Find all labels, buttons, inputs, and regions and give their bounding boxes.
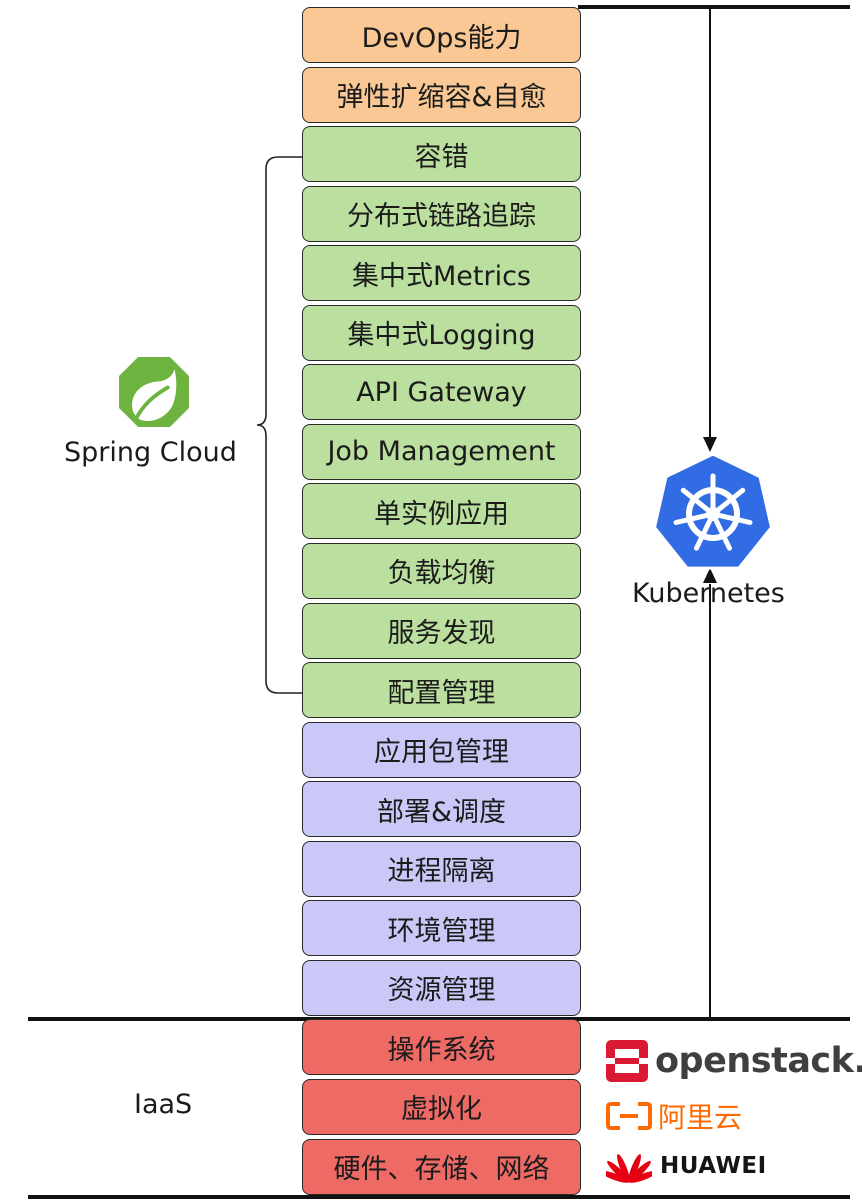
layer-block-spring-cloud: 负载均衡 <box>302 542 581 599</box>
top-divider-line <box>578 5 850 9</box>
layer-block-spring-cloud: Job Management <box>302 423 581 480</box>
openstack-wordmark: openstack. <box>655 1041 862 1081</box>
aliyun-icon <box>606 1102 652 1130</box>
layer-block-iaas: 虚拟化 <box>302 1078 581 1135</box>
layer-block-spring-cloud: 集中式Metrics <box>302 245 581 302</box>
layer-block-spring-cloud: 容错 <box>302 126 581 183</box>
layer-block-spring-cloud: 单实例应用 <box>302 483 581 540</box>
aliyun-wordmark: 阿里云 <box>658 1101 743 1134</box>
layer-block-spring-cloud: 配置管理 <box>302 662 581 718</box>
layer-block-spring-cloud: 集中式Logging <box>302 304 581 361</box>
layer-block-iaas: 操作系统 <box>302 1019 581 1076</box>
layer-block-platform: DevOps能力 <box>302 7 581 63</box>
spring-cloud-brace <box>256 156 302 694</box>
aliyun-logo: 阿里云 <box>606 1096 742 1136</box>
spring-cloud-label: Spring Cloud <box>64 437 237 468</box>
kubernetes-label: Kubernetes <box>632 578 785 609</box>
spring-leaf-icon <box>119 357 189 427</box>
layer-block-kubernetes: 环境管理 <box>302 900 581 957</box>
huawei-wordmark: HUAWEI <box>660 1153 767 1179</box>
openstack-icon <box>606 1040 648 1082</box>
layer-block-kubernetes: 进程隔离 <box>302 840 581 897</box>
iaas-bottom-divider-line <box>28 1195 850 1199</box>
huawei-icon <box>606 1154 652 1183</box>
layer-block-kubernetes: 资源管理 <box>302 959 581 1016</box>
layer-block-kubernetes: 部署&调度 <box>302 781 581 838</box>
layer-block-platform: 弹性扩缩容&自愈 <box>302 66 581 123</box>
huawei-logo: HUAWEI <box>606 1146 767 1186</box>
kubernetes-scope-arrows <box>703 8 717 1018</box>
openstack-logo: openstack. <box>606 1040 862 1082</box>
layer-block-iaas: 硬件、存储、网络 <box>302 1138 581 1195</box>
iaas-top-divider-line <box>28 1017 850 1021</box>
iaas-label: IaaS <box>134 1089 193 1120</box>
layer-block-spring-cloud: API Gateway <box>302 364 581 421</box>
kubernetes-helm-icon <box>653 452 773 570</box>
layer-block-spring-cloud: 服务发现 <box>302 602 581 659</box>
layer-block-kubernetes: 应用包管理 <box>302 721 581 778</box>
layer-block-spring-cloud: 分布式链路追踪 <box>302 185 581 242</box>
